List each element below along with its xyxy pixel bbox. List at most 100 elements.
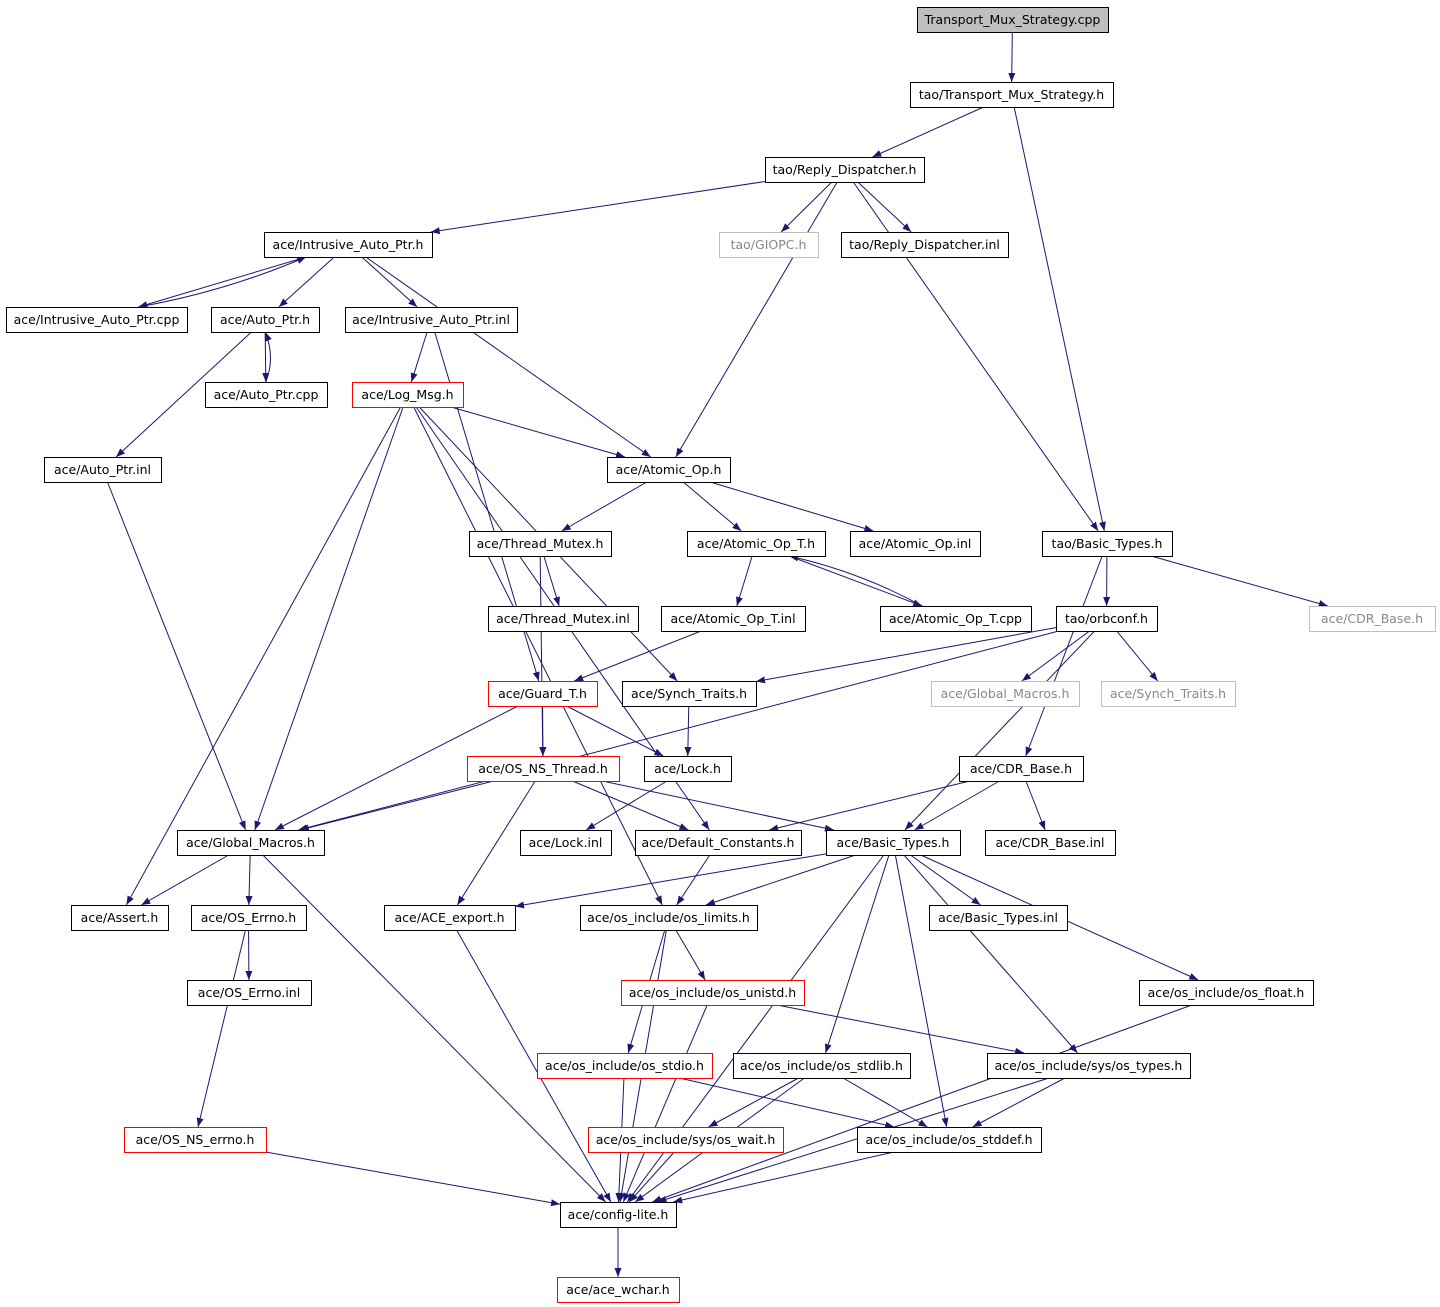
node-rd[interactable]: tao/Reply_Dispatcher.h — [765, 157, 925, 183]
node-osnserrno[interactable]: ace/OS_NS_errno.h — [124, 1127, 267, 1153]
node-box — [124, 1127, 267, 1153]
node-assert[interactable]: ace/Assert.h — [71, 905, 169, 931]
edge-logmsg-to-atomic — [450, 406, 626, 458]
node-oserrnoinl[interactable]: ace/OS_Errno.inl — [187, 980, 312, 1006]
node-aceexport[interactable]: ace/ACE_export.h — [384, 905, 516, 931]
node-box — [44, 457, 162, 483]
node-label: tao/Transport_Mux_Strategy.h — [919, 87, 1104, 102]
node-label: ace/Auto_Ptr.cpp — [214, 387, 319, 402]
node-label: ace/Lock.inl — [529, 835, 603, 850]
edge-lock-to-lockinl — [585, 780, 668, 831]
node-label: ace/config-lite.h — [568, 1207, 669, 1222]
node-orbconf[interactable]: tao/orbconf.h — [1056, 606, 1158, 632]
edge-atomic-to-tmutex — [561, 481, 648, 532]
node-osstdio[interactable]: ace/os_include/os_stdio.h — [537, 1053, 713, 1079]
node-label: ace/Synch_Traits.h — [631, 686, 747, 701]
node-tms[interactable]: tao/Transport_Mux_Strategy.h — [910, 82, 1114, 108]
node-box — [850, 531, 981, 557]
node-atomic[interactable]: ace/Atomic_Op.h — [607, 457, 731, 483]
node-abtinl[interactable]: ace/Basic_Types.inl — [929, 905, 1068, 931]
node-label: ace/os_include/os_stddef.h — [865, 1132, 1032, 1147]
node-ostypes[interactable]: ace/os_include/sys/os_types.h — [987, 1053, 1191, 1079]
node-box — [1101, 681, 1236, 707]
node-ap[interactable]: ace/Auto_Ptr.h — [211, 307, 320, 333]
node-box — [264, 232, 433, 258]
edge-rd-to-giopc — [780, 181, 833, 233]
node-label: ace/Thread_Mutex.inl — [496, 611, 630, 626]
node-lockinl[interactable]: ace/Lock.inl — [520, 830, 612, 856]
node-box — [557, 1277, 680, 1303]
node-rdi[interactable]: tao/Reply_Dispatcher.inl — [841, 232, 1009, 258]
node-oserrno[interactable]: ace/OS_Errno.h — [191, 905, 307, 931]
node-label: ace/os_include/sys/os_wait.h — [596, 1132, 776, 1147]
node-box — [1309, 606, 1436, 632]
node-tbt[interactable]: tao/Basic_Types.h — [1042, 531, 1173, 557]
node-atomictinl[interactable]: ace/Atomic_Op_T.inl — [661, 606, 806, 632]
node-box — [352, 382, 464, 408]
node-box — [1042, 531, 1173, 557]
node-osnsthread[interactable]: ace/OS_NS_Thread.h — [467, 756, 620, 782]
node-lock[interactable]: ace/Lock.h — [644, 756, 732, 782]
edge-orbconf-to-gm — [298, 630, 1059, 832]
edge-synch-to-lock — [684, 705, 692, 757]
node-atomict[interactable]: ace/Atomic_Op_T.h — [687, 531, 826, 557]
node-label: ace/Thread_Mutex.h — [477, 536, 604, 551]
node-logmsg[interactable]: ace/Log_Msg.h — [352, 382, 464, 408]
node-box — [661, 606, 806, 632]
node-apcpp[interactable]: ace/Auto_Ptr.cpp — [205, 382, 328, 408]
node-label: ace/CDR_Base.h — [970, 761, 1072, 776]
node-box — [857, 1127, 1042, 1153]
node-box — [687, 531, 826, 557]
node-label: ace/Global_Macros.h — [186, 835, 315, 850]
node-label: tao/GIOPC.h — [731, 237, 807, 252]
edge-osstdio-to-osstddef — [679, 1077, 895, 1129]
node-root[interactable]: Transport_Mux_Strategy.cpp — [917, 7, 1109, 33]
node-synch[interactable]: ace/Synch_Traits.h — [622, 681, 757, 707]
node-osunistd[interactable]: ace/os_include/os_unistd.h — [621, 980, 805, 1006]
node-osstdlib[interactable]: ace/os_include/os_stdlib.h — [733, 1053, 911, 1079]
node-box — [841, 232, 1009, 258]
edge-gm-to-assert — [141, 854, 229, 906]
node-box — [733, 1053, 911, 1079]
edge-abt-to-ostypes — [903, 854, 1078, 1054]
node-oswait[interactable]: ace/os_include/sys/os_wait.h — [588, 1127, 784, 1153]
node-osfloat[interactable]: ace/os_include/os_float.h — [1139, 980, 1314, 1006]
node-label: ace/Basic_Types.h — [837, 835, 950, 850]
node-cdrbinl[interactable]: ace/CDR_Base.inl — [985, 830, 1116, 856]
edge-iapinl-to-logmsg — [410, 331, 428, 383]
node-defconst[interactable]: ace/Default_Constants.h — [635, 830, 802, 856]
node-wchar[interactable]: ace/ace_wchar.h — [557, 1277, 680, 1303]
node-atomicinl[interactable]: ace/Atomic_Op.inl — [850, 531, 981, 557]
node-oslimits[interactable]: ace/os_include/os_limits.h — [580, 905, 758, 931]
edge-orbconf-to-gmgray — [1021, 630, 1090, 682]
node-configlite[interactable]: ace/config-lite.h — [560, 1202, 677, 1228]
edge-gm-to-oserrno — [245, 854, 253, 906]
node-osstddef[interactable]: ace/os_include/os_stddef.h — [857, 1127, 1042, 1153]
node-tmutex[interactable]: ace/Thread_Mutex.h — [469, 531, 612, 557]
node-cdrb[interactable]: ace/CDR_Base.h — [959, 756, 1084, 782]
edge-osnserrno-to-configlite — [265, 1151, 561, 1207]
node-gm[interactable]: ace/Global_Macros.h — [177, 830, 325, 856]
node-iap[interactable]: ace/Intrusive_Auto_Ptr.h — [264, 232, 433, 258]
node-tmutexinl[interactable]: ace/Thread_Mutex.inl — [488, 606, 639, 632]
node-guard[interactable]: ace/Guard_T.h — [488, 681, 598, 707]
node-apinl[interactable]: ace/Auto_Ptr.inl — [44, 457, 162, 483]
node-label: tao/orbconf.h — [1065, 611, 1148, 626]
node-label: ace/Auto_Ptr.inl — [54, 462, 151, 477]
node-iapinl[interactable]: ace/Intrusive_Auto_Ptr.inl — [345, 307, 518, 333]
edge-osunistd-to-configlite — [622, 1004, 708, 1203]
edge-osnsthread-to-defconst — [572, 780, 689, 831]
node-box — [345, 307, 518, 333]
node-label: ace/Lock.h — [654, 761, 721, 776]
edge-atomict-to-atomictcpp — [789, 555, 923, 607]
node-tcdrb: ace/CDR_Base.h — [1309, 606, 1436, 632]
edge-cdrb-to-defconst — [769, 780, 970, 832]
node-atomictcpp[interactable]: ace/Atomic_Op_T.cpp — [880, 606, 1032, 632]
node-iapcpp[interactable]: ace/Intrusive_Auto_Ptr.cpp — [6, 307, 188, 333]
edge-ostypes-to-osstddef — [972, 1077, 1066, 1128]
edge-logmsg-to-gm — [254, 406, 404, 831]
node-label: ace/OS_Errno.h — [201, 910, 296, 925]
node-box — [1056, 606, 1158, 632]
node-giopc: tao/GIOPC.h — [719, 232, 819, 258]
node-abt[interactable]: ace/Basic_Types.h — [826, 830, 961, 856]
